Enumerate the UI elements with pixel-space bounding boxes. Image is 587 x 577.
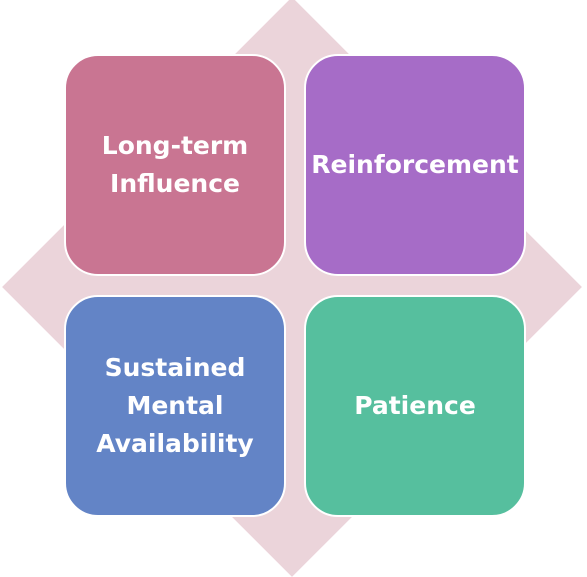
quadrant-patience: Patience bbox=[304, 295, 526, 517]
quadrant-reinforcement: Reinforcement bbox=[304, 54, 526, 276]
quadrant-sustained-mental-availability: Sustained Mental Availability bbox=[64, 295, 286, 517]
quadrant-label: Reinforcement bbox=[311, 150, 519, 179]
quadrant-label: Sustained Mental Availability bbox=[96, 353, 254, 458]
quadrant-label: Patience bbox=[354, 391, 476, 420]
quadrant-long-term-influence: Long-term Influence bbox=[64, 54, 286, 276]
quadrant-label: Long-term Influence bbox=[101, 131, 249, 198]
